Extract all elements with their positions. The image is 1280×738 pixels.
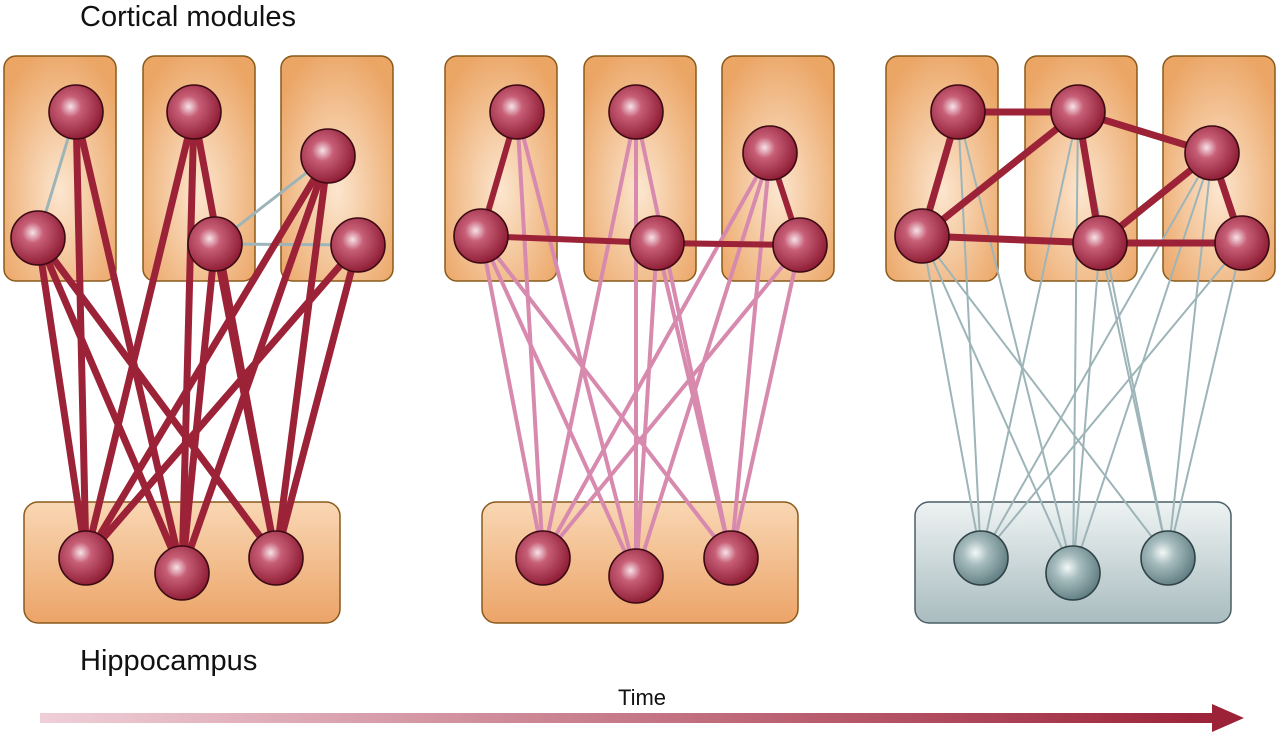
weak-link (957, 111, 982, 559)
cortical-neuron (742, 125, 798, 181)
strong-link (178, 152, 332, 577)
hippocampal-neuron-inactive (1045, 545, 1101, 601)
strong-link (918, 232, 1104, 247)
weak-link (1167, 242, 1243, 559)
hippo-cortex-links (34, 108, 362, 577)
cortical-neuron (629, 215, 685, 271)
cortical-nodes (453, 84, 828, 273)
weak-link (1099, 242, 1169, 559)
cortical-neuron (48, 84, 104, 140)
weak-link (921, 235, 1169, 559)
cortical-neuron (1214, 215, 1270, 271)
strengthening-link (478, 233, 660, 246)
cortical-neuron (10, 210, 66, 266)
hippocampal-neuron (608, 548, 664, 604)
cortical-neuron (608, 84, 664, 140)
medium-link (634, 241, 659, 578)
cortical-neuron (489, 84, 545, 140)
weak-link (1167, 152, 1213, 559)
cortical-neuron (330, 217, 386, 273)
cortical-neuron (300, 128, 356, 184)
hippocampal-nodes (953, 530, 1196, 601)
strong-link (34, 234, 90, 562)
medium-link (541, 110, 638, 560)
strong-link (211, 240, 280, 562)
stage-early (3, 55, 394, 624)
weak-link (980, 152, 1213, 559)
hippocampal-nodes (58, 530, 304, 601)
hippocampal-nodes (515, 530, 759, 604)
strong-link (918, 108, 1082, 240)
hippo-cortex-links (921, 111, 1243, 574)
weak-link (921, 235, 1074, 574)
hippocampal-neuron (515, 530, 571, 586)
stage-late (885, 55, 1276, 624)
medium-link (729, 243, 802, 560)
hippocampal-neuron-inactive (953, 530, 1009, 586)
strong-link (178, 108, 198, 577)
medium-link (479, 234, 733, 560)
medium-link (479, 234, 545, 560)
strong-link (34, 234, 186, 577)
medium-link (634, 151, 772, 578)
hippocampal-neuron (58, 530, 114, 586)
hippocampal-neuron (703, 530, 759, 586)
strong-link (272, 241, 362, 562)
medium-link (541, 151, 772, 560)
medium-link (515, 110, 638, 578)
strong-link (82, 108, 198, 562)
medium-link (515, 110, 545, 560)
strong-link (178, 240, 219, 577)
weak-link (1072, 152, 1213, 574)
cortical-neuron (1072, 215, 1128, 271)
stage-middle (444, 55, 835, 624)
cortical-neuron (453, 208, 509, 264)
cortical-modules-label: Cortical modules (80, 1, 296, 33)
strong-link (272, 152, 332, 562)
time-label: Time (618, 685, 666, 710)
weak-link (1072, 111, 1079, 574)
cortical-neuron (894, 208, 950, 264)
cortical-neuron (166, 84, 222, 140)
cortical-neuron (1184, 125, 1240, 181)
strong-link (72, 108, 186, 577)
hippocampal-neuron (248, 530, 304, 586)
cortical-nodes (10, 84, 386, 273)
cortical-neuron (1050, 84, 1106, 140)
hippo-cortex-links (479, 110, 802, 578)
strong-link (34, 234, 280, 562)
weak-link (921, 235, 982, 559)
medium-link (479, 234, 638, 578)
hippocampus-label: Hippocampus (80, 645, 257, 677)
hippocampal-neuron-inactive (1140, 530, 1196, 586)
cortical-nodes (894, 84, 1270, 271)
time-arrow (40, 704, 1244, 732)
hippocampal-neuron (154, 545, 210, 601)
cortical-neuron (930, 84, 986, 140)
weak-link (980, 242, 1243, 559)
weak-link (1072, 242, 1101, 574)
cortical-neuron (187, 216, 243, 272)
medium-link (729, 151, 772, 560)
medium-link (655, 241, 733, 560)
cortical-neuron (772, 217, 828, 273)
weak-link (980, 111, 1079, 559)
